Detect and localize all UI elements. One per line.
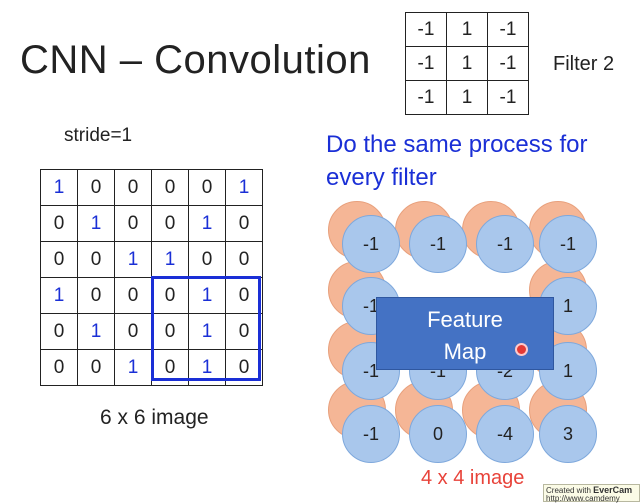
image-cell: 0	[225, 241, 263, 278]
filter-cell: 1	[446, 80, 488, 115]
input-image-matrix: 1 0 0 0 0 1 0 1 0 0 1 0 0 0 1 1 0 0 1 0 …	[40, 169, 263, 386]
evercam-watermark: Created with EverCam http://www.camdemy	[543, 484, 640, 503]
image-cell: 0	[77, 349, 115, 386]
image-cell: 1	[188, 205, 226, 242]
image-cell: 0	[188, 169, 226, 206]
feature-map-label-box: Feature Map	[376, 297, 554, 370]
image-cell: 1	[114, 349, 152, 386]
image-cell: 0	[40, 241, 78, 278]
image-cell: 0	[77, 241, 115, 278]
image-cell: 0	[188, 241, 226, 278]
input-image-caption: 6 x 6 image	[100, 406, 209, 429]
filter-cell: -1	[487, 12, 529, 47]
filter-cell: -1	[405, 46, 447, 81]
image-cell: 1	[114, 241, 152, 278]
image-cell: 1	[40, 169, 78, 206]
image-cell: 1	[225, 169, 263, 206]
image-cell: 0	[40, 205, 78, 242]
process-line: Do the same process for	[326, 131, 588, 158]
image-cell: 0	[114, 313, 152, 350]
filter-cell: -1	[405, 80, 447, 115]
filter-cell: 1	[446, 46, 488, 81]
feature-map-value: -1	[539, 215, 597, 273]
filter-matrix: -1 1 -1 -1 1 -1 -1 1 -1	[405, 12, 529, 115]
stride-label: stride=1	[64, 125, 133, 146]
image-cell: 1	[77, 313, 115, 350]
image-cell: 1	[151, 241, 189, 278]
feature-map-label-line: Map	[443, 339, 487, 364]
feature-map-value: -1	[342, 215, 400, 273]
image-cell: 0	[151, 169, 189, 206]
watermark-url: http://www.camdemy	[546, 494, 620, 503]
slide-title: CNN – Convolution	[20, 38, 371, 82]
filter-label: Filter 2	[553, 53, 615, 75]
watermark-text: Created with	[546, 486, 591, 495]
image-cell: 0	[114, 205, 152, 242]
feature-map-label-line: Feature	[427, 307, 503, 332]
filter-cell: -1	[487, 46, 529, 81]
feature-map-value: -1	[476, 215, 534, 273]
feature-map-value: 0	[409, 405, 467, 463]
laser-pointer-icon	[515, 343, 528, 356]
image-cell: 0	[114, 277, 152, 314]
filter-cell: -1	[405, 12, 447, 47]
image-cell: 0	[40, 349, 78, 386]
feature-map-value: -4	[476, 405, 534, 463]
image-cell: 0	[77, 277, 115, 314]
process-instruction: Do the same process for every filter	[326, 128, 587, 194]
image-cell: 0	[225, 205, 263, 242]
process-line: every filter	[326, 164, 437, 191]
image-cell: 1	[77, 205, 115, 242]
feature-map-value: -1	[342, 405, 400, 463]
feature-map-caption: 4 x 4 image	[421, 467, 525, 489]
feature-map-value: 3	[539, 405, 597, 463]
image-cell: 0	[114, 169, 152, 206]
image-cell: 0	[151, 205, 189, 242]
watermark-brand: EverCam	[593, 485, 633, 495]
receptive-field-highlight	[151, 276, 261, 381]
feature-map-value: -1	[409, 215, 467, 273]
image-cell: 0	[40, 313, 78, 350]
image-cell: 0	[77, 169, 115, 206]
filter-cell: 1	[446, 12, 488, 47]
filter-cell: -1	[487, 80, 529, 115]
image-cell: 1	[40, 277, 78, 314]
image-cell: 0	[225, 313, 263, 350]
